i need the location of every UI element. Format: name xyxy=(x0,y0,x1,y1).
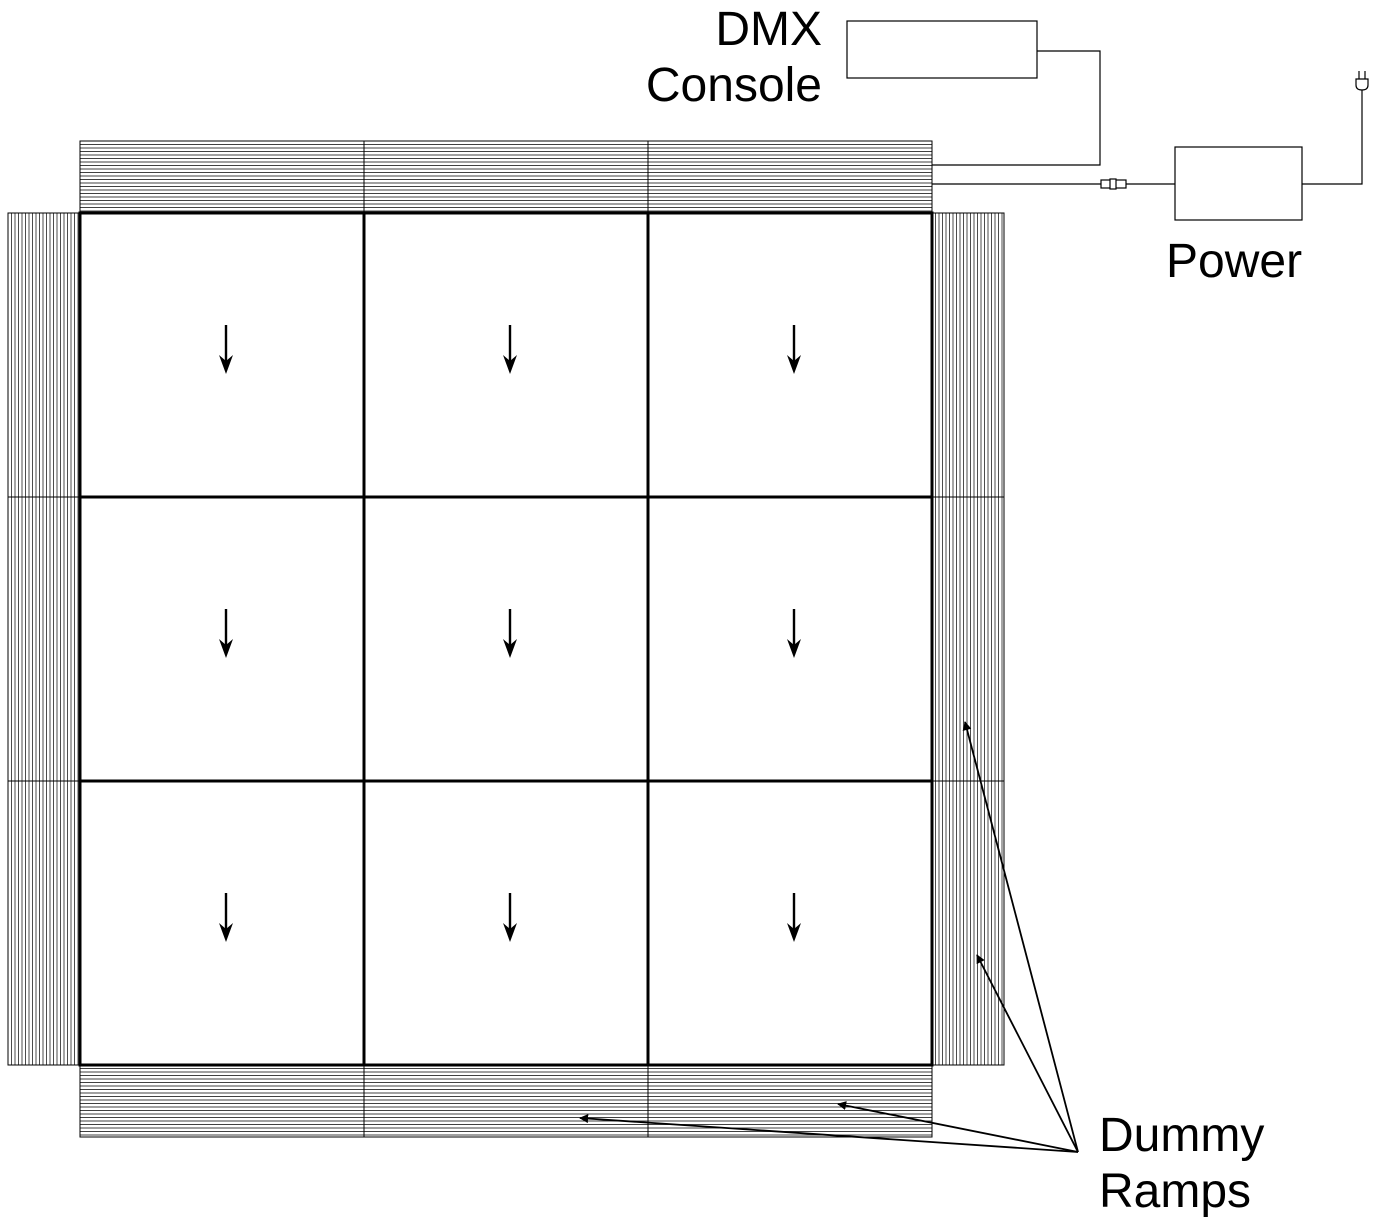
floor-panel xyxy=(646,211,934,499)
floor-panel xyxy=(362,495,650,783)
ramp-top-3 xyxy=(647,140,933,214)
floor-panel xyxy=(362,211,650,499)
down-arrow-icon xyxy=(787,325,801,374)
dmx-console-label: DMX Console xyxy=(646,2,822,114)
down-arrow-icon xyxy=(503,325,517,374)
wiring xyxy=(846,20,1369,221)
dummy-ramps-label-line-1: Dummy xyxy=(1099,1109,1265,1162)
dummy-ramps-pointers xyxy=(579,721,1079,1153)
dummy-ramps-label: Dummy Ramps xyxy=(1099,1108,1264,1220)
mains-cable xyxy=(1302,87,1363,185)
pointer-arrow-3 xyxy=(837,1101,1079,1153)
down-arrow-icon xyxy=(787,609,801,658)
ramp-right-3 xyxy=(931,780,1005,1066)
ramp-top-2 xyxy=(363,140,649,214)
pointer-arrow-4 xyxy=(579,1114,1079,1153)
dmx-console-box xyxy=(846,20,1038,79)
down-arrow-icon xyxy=(219,609,233,658)
floor-panel xyxy=(78,495,366,783)
ramp-top-1 xyxy=(79,140,365,214)
floor-panel xyxy=(78,779,366,1067)
power-label-text: Power xyxy=(1166,235,1303,288)
ramp-left-1 xyxy=(7,212,81,498)
dmx-cable xyxy=(932,50,1101,166)
power-label: Power xyxy=(1166,234,1302,290)
cable-connector-pin xyxy=(1109,178,1117,190)
ramp-bottom-2 xyxy=(363,1064,649,1138)
dummy-ramps xyxy=(7,140,1005,1138)
ramp-right-1 xyxy=(931,212,1005,498)
floor-panel xyxy=(646,779,934,1067)
pointer-arrow-1 xyxy=(962,721,1079,1153)
floor-panels xyxy=(78,211,934,1067)
down-arrow-icon xyxy=(503,609,517,658)
ramp-right-2 xyxy=(931,496,1005,782)
floor-panel xyxy=(362,779,650,1067)
down-arrow-icon xyxy=(219,893,233,942)
plug-icon xyxy=(1355,71,1369,91)
dmx-console-label-line-1: DMX xyxy=(715,3,822,56)
ramp-left-3 xyxy=(7,780,81,1066)
down-arrow-icon xyxy=(787,893,801,942)
dmx-console-label-line-2: Console xyxy=(645,59,822,112)
floor-panel xyxy=(78,211,366,499)
down-arrow-icon xyxy=(219,325,233,374)
power-box xyxy=(1174,146,1303,221)
ramp-bottom-1 xyxy=(79,1064,365,1138)
floor-panel xyxy=(646,495,934,783)
dummy-ramps-label-line-2: Ramps xyxy=(1099,1165,1252,1218)
ramp-left-2 xyxy=(7,496,81,782)
pointer-arrow-2 xyxy=(976,954,1079,1153)
down-arrow-icon xyxy=(503,893,517,942)
